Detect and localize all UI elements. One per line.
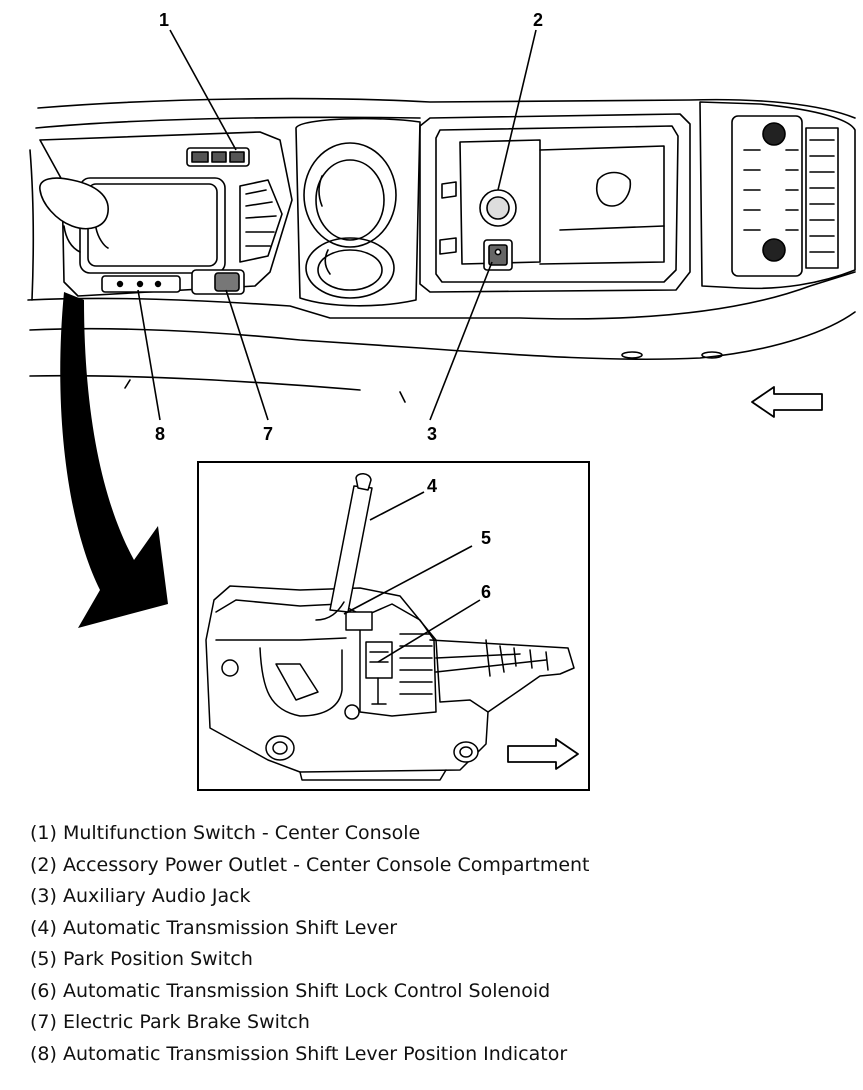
audio-jack-hole xyxy=(494,248,502,256)
callout-7: 7 xyxy=(263,424,273,444)
multifunction-switch-key xyxy=(229,151,245,163)
leader-line-8 xyxy=(137,289,161,421)
mount-boss xyxy=(265,735,295,761)
rear-control-panel xyxy=(621,101,856,359)
curved-pointer-arrow-icon xyxy=(60,292,168,628)
shift-lock-solenoid xyxy=(365,641,393,679)
leader-line-4 xyxy=(369,491,425,521)
shifter-knob xyxy=(39,177,109,230)
mount-boss-hole xyxy=(272,741,288,755)
power-outlet-core xyxy=(486,196,510,220)
shifter-base xyxy=(205,585,489,773)
mount-boss xyxy=(344,704,360,720)
leader-line-5 xyxy=(343,545,473,615)
park-position-switch xyxy=(345,611,373,631)
callout-2: 2 xyxy=(533,10,543,30)
shift-display xyxy=(79,177,226,274)
console-fastener xyxy=(621,351,643,359)
forward-arrow-icon xyxy=(751,386,823,418)
leader-line-7 xyxy=(225,289,269,421)
leader-line-3 xyxy=(429,261,493,421)
callout-6: 6 xyxy=(481,582,491,602)
rear-panel-face xyxy=(731,115,803,277)
cup-holder-rear-inner xyxy=(317,249,383,291)
park-brake-switch-key xyxy=(214,272,240,292)
leader-line-6 xyxy=(377,599,481,663)
cup-holder-front xyxy=(303,142,397,248)
indicator-dot xyxy=(154,280,162,288)
shifter-assembly xyxy=(205,473,575,781)
center-console-overview xyxy=(27,97,856,403)
console-compartment xyxy=(419,113,691,293)
legend-item: (4) Automatic Transmission Shift Lever xyxy=(30,916,398,939)
rear-knob-top xyxy=(762,122,786,146)
legend-item: (6) Automatic Transmission Shift Lock Co… xyxy=(30,979,551,1002)
legend-item: (7) Electric Park Brake Switch xyxy=(30,1011,310,1033)
legend-item: (1) Multifunction Switch - Center Consol… xyxy=(30,822,421,844)
leader-line-1 xyxy=(169,29,237,151)
indicator-dot xyxy=(116,280,124,288)
forward-arrow-icon xyxy=(507,738,579,770)
leader-line-2 xyxy=(497,29,537,191)
callout-5: 5 xyxy=(481,528,491,548)
shifter-detail-frame xyxy=(197,461,590,791)
legend-item: (3) Auxiliary Audio Jack xyxy=(30,885,251,907)
mount-boss-hole xyxy=(459,746,473,758)
console-vent xyxy=(239,179,283,263)
callout-3: 3 xyxy=(427,424,437,444)
rear-knob-bottom xyxy=(762,238,786,262)
callout-8: 8 xyxy=(155,424,165,444)
cup-holders xyxy=(295,117,421,307)
callout-1: 1 xyxy=(159,10,169,30)
legend-item: (2) Accessory Power Outlet - Center Cons… xyxy=(30,853,590,876)
mount-boss xyxy=(453,741,479,763)
multifunction-switch-key xyxy=(191,151,209,163)
legend-item: (8) Automatic Transmission Shift Lever P… xyxy=(30,1042,568,1065)
console-outline xyxy=(27,97,856,403)
callout-4: 4 xyxy=(427,476,437,496)
cup-holder-rear xyxy=(305,237,395,299)
shifter-boot xyxy=(63,225,109,253)
legend-item: (5) Park Position Switch xyxy=(30,948,253,970)
center-console-diagram: 1 2 3 4 5 6 7 8 xyxy=(27,10,856,791)
mount-boss xyxy=(221,659,239,677)
console-fastener xyxy=(701,351,723,359)
cup-holder-front-inner xyxy=(315,159,385,241)
component-legend: (1) Multifunction Switch - Center Consol… xyxy=(30,818,850,1070)
indicator-dot xyxy=(136,280,144,288)
multifunction-switch-key xyxy=(211,151,227,163)
callout-leaders xyxy=(137,29,537,663)
dash-edge xyxy=(29,131,293,301)
